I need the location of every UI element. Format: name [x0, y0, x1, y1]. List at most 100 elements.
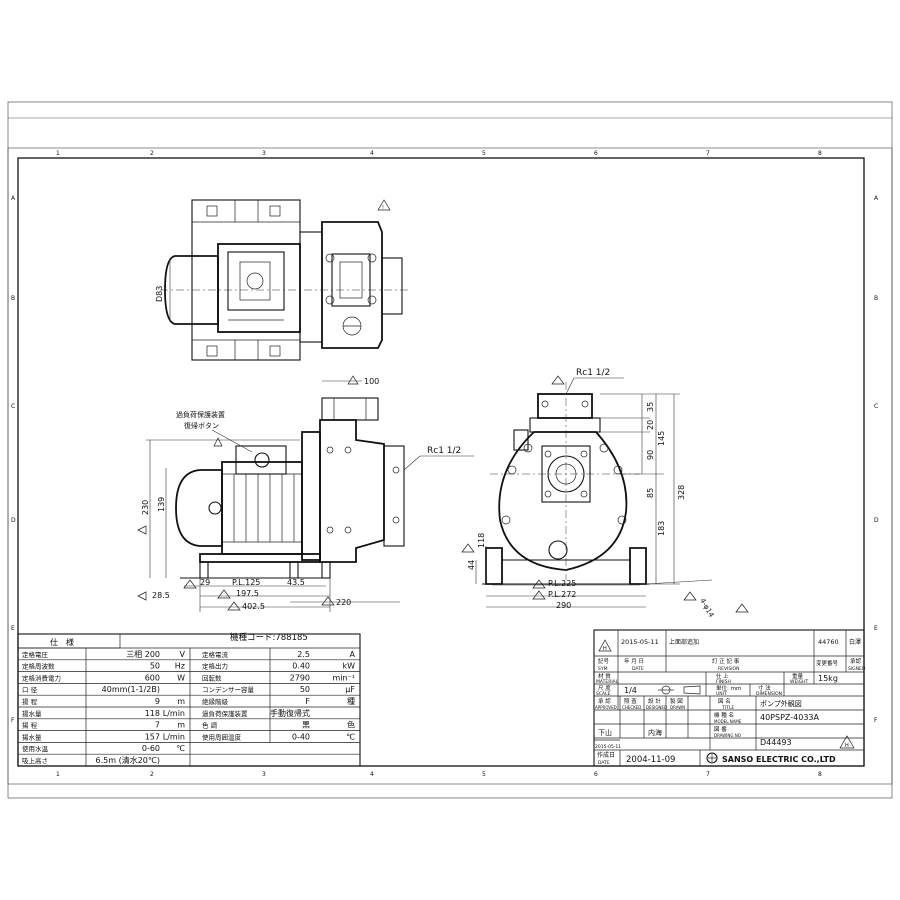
dim-100: 100: [364, 377, 379, 386]
h-finish: 仕 上: [716, 672, 729, 680]
spec-cell-r1-c0: 定格周波数: [22, 662, 55, 671]
dim-402-5: 402.5: [242, 602, 265, 611]
h-approved: 承 認: [598, 697, 611, 705]
front-view: 過負荷保護装置 復帰ボタン 100 Rc1 1/2 230 139 28.5 2…: [137, 375, 474, 612]
dim-outlet-rc: Rc1 1/2: [427, 446, 461, 456]
spec-cell-r0-c4: 2.5: [297, 650, 310, 659]
dim-44: 44: [467, 560, 476, 570]
spec-cell-r3-c1: 40mm(1-1/2B): [102, 685, 160, 694]
dim-139: 139: [157, 497, 166, 512]
rev-person: 白澤: [849, 638, 861, 646]
title-block: H 2015-05-11 上面部追加 44760 白澤 記号 SYM 年 月 日…: [593, 629, 866, 767]
dim-pl272: P.L.272: [548, 590, 576, 599]
rev-note: 上面部追加: [669, 638, 699, 646]
zone-row-A-left: A: [11, 195, 16, 202]
zone-row-C-left: C: [11, 403, 15, 410]
spec-cell-r5-c2: L/min: [163, 709, 185, 718]
h-approved-en: APPROVED: [595, 705, 617, 710]
spec-cell-r8-c0: 使用水温: [22, 744, 49, 753]
dim-28-5: 28.5: [152, 591, 170, 600]
dim-90: 90: [646, 450, 655, 460]
dim-4-d14: 4-φ14: [698, 597, 715, 619]
spec-cell-r0-c3: 定格電流: [202, 650, 229, 659]
spec-cell-r1-c4: 0.40: [292, 662, 310, 671]
spec-cell-r1-c5: kW: [342, 662, 355, 671]
drawing-frame: [17, 157, 865, 767]
h-material: 材 質: [598, 672, 611, 680]
top-view: D83 !: [155, 199, 410, 361]
spec-cell-r4-c4: F: [305, 697, 310, 706]
spec-cell-r7-c4: 0-40: [292, 732, 310, 741]
svg-text:H: H: [845, 743, 849, 749]
zone-col-3-top: 3: [262, 150, 266, 157]
spec-table-header: 仕 様: [50, 637, 74, 647]
designer-name: 内海: [648, 728, 662, 737]
spec-cell-r4-c3: 絶縁階級: [202, 697, 229, 706]
h-signed-en: SIGNED: [848, 666, 866, 672]
spec-cell-r1-c1: 50: [150, 662, 160, 671]
h-designed: 設 計: [648, 697, 661, 705]
dim-230: 230: [141, 500, 150, 515]
label-reset-button: 復帰ボタン: [184, 421, 219, 430]
h-dimension-en: DIMENSION: [756, 691, 782, 697]
zone-row-E-right: E: [874, 625, 878, 632]
zone-row-D-right: D: [874, 517, 879, 524]
zone-row-F-left: F: [11, 717, 15, 724]
spec-cell-r7-c1: 157: [145, 732, 160, 741]
drawing-number: D44493: [760, 738, 792, 747]
h-dimension: 寸 法: [758, 684, 771, 692]
spec-cell-r0-c5: A: [350, 650, 356, 659]
zone-row-A-right: A: [874, 195, 879, 202]
spec-cell-r7-c5: ℃: [346, 732, 355, 741]
zone-col-8-top: 8: [818, 150, 822, 157]
h-signed: 承認: [850, 657, 862, 665]
spec-cell-r0-c2: V: [180, 650, 186, 659]
h-drawing-no: 図 番: [714, 726, 727, 733]
zone-col-8-bottom: 8: [818, 771, 822, 778]
zone-col-1-top: 1: [56, 150, 60, 157]
spec-cell-r2-c2: W: [177, 673, 185, 682]
zone-col-4-bottom: 4: [370, 771, 374, 778]
spec-cell-r2-c5: min⁻¹: [332, 673, 355, 682]
spec-cell-r4-c2: m: [177, 697, 185, 706]
spec-cell-r1-c3: 定格出力: [202, 662, 228, 671]
dim-290: 290: [556, 601, 571, 610]
spec-cell-r7-c3: 使用周囲温度: [202, 732, 242, 741]
h-title: 図 名: [718, 697, 731, 705]
spec-cell-r5-c0: 揚水量: [22, 709, 42, 718]
spec-cell-r5-c1: 118: [145, 709, 160, 718]
spec-cell-r3-c4: 50: [300, 685, 310, 694]
zone-col-5-top: 5: [482, 150, 486, 157]
spec-cell-r9-c1: 6.5m (清水20℃): [96, 755, 160, 765]
label-overload-protector: 過負荷保護装置: [176, 410, 225, 419]
h-date: 年 月 日: [624, 657, 644, 665]
drawing-title: ポンプ外観図: [760, 699, 802, 708]
zone-row-B-left: B: [11, 295, 15, 302]
spec-cell-r8-c2: ℃: [176, 744, 185, 753]
scale-value: 1/4: [624, 686, 637, 695]
h-weight: 重量: [792, 672, 804, 680]
spec-cell-r5-c4: 手動復帰式: [270, 708, 310, 718]
h-checked-en: CHECKED: [622, 705, 641, 710]
zone-col-7-bottom: 7: [706, 771, 710, 778]
spec-cell-r3-c0: 口 径: [22, 685, 38, 694]
spec-cell-r6-c1: 7: [155, 721, 160, 730]
dim-43-5: 43.5: [287, 578, 305, 587]
rev-date: 2015-05-11: [621, 638, 659, 646]
spec-cell-r7-c2: L/min: [163, 732, 185, 741]
spec-cell-r1-c2: Hz: [175, 662, 185, 671]
zone-row-B-right: B: [874, 295, 878, 302]
h-designed-en: DESIGNED: [646, 705, 667, 710]
model-code: 機種コード:788185: [230, 632, 308, 643]
zone-col-7-top: 7: [706, 150, 710, 157]
zone-col-4-top: 4: [370, 150, 374, 157]
dim-197-5: 197.5: [236, 589, 259, 598]
h-model-en: MODEL NAME: [714, 719, 742, 724]
dim-145: 145: [657, 431, 666, 446]
spec-cell-r4-c5: 種: [347, 696, 355, 706]
h-material-en: MATERIAL: [596, 679, 619, 685]
zone-col-6-top: 6: [594, 150, 598, 157]
small-date: 2015-05-11: [595, 744, 621, 750]
h-checked: 照 査: [624, 697, 637, 705]
